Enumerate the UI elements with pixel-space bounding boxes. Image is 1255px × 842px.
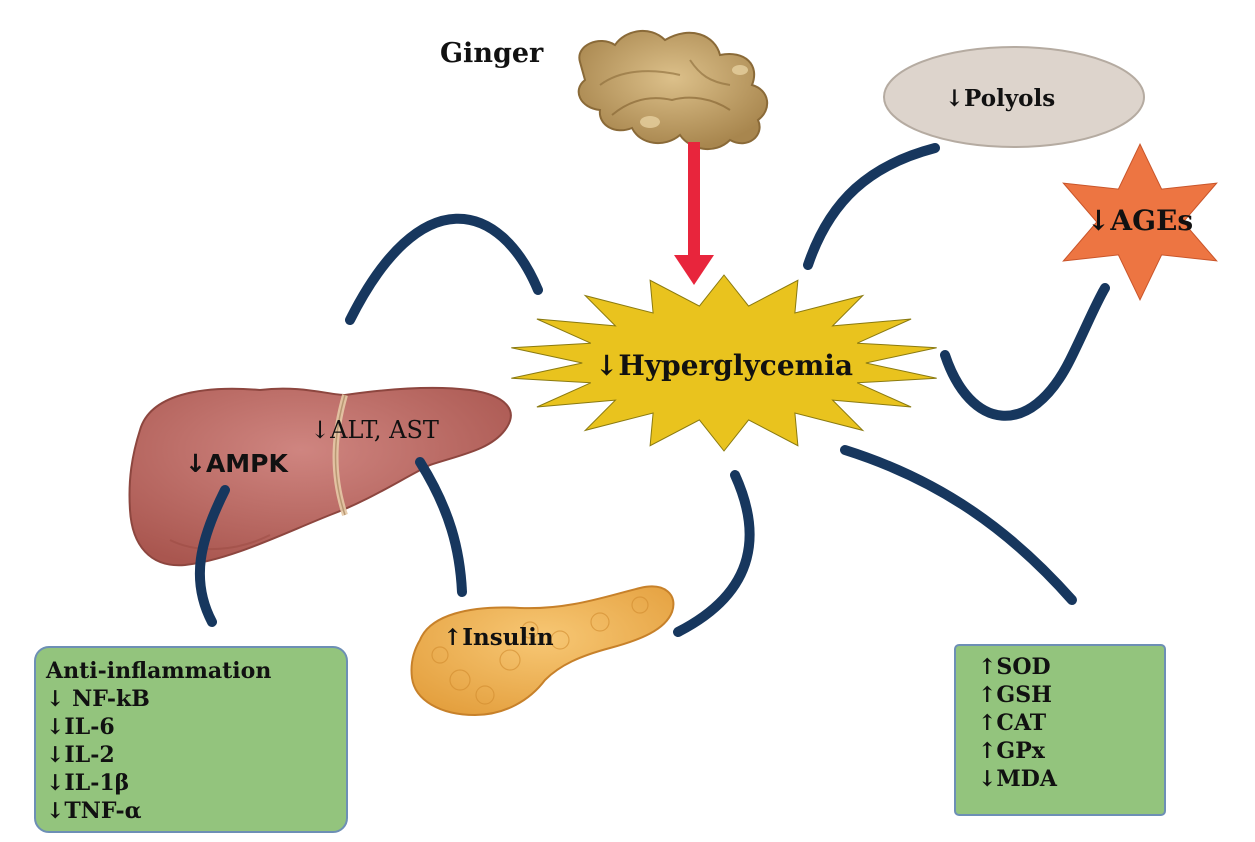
ginger-to-hyperglycemia-arrow bbox=[674, 142, 714, 285]
inflammation-box bbox=[34, 646, 348, 833]
antioxidant-item-1: ↑GSH bbox=[978, 682, 1052, 708]
ginger-root-image bbox=[577, 29, 768, 151]
antioxidant-box bbox=[954, 644, 1166, 816]
inflammation-item-2: ↓IL-6 bbox=[46, 714, 115, 740]
antioxidant-item-4: ↓MDA bbox=[978, 766, 1058, 792]
arrow-ampk-to-inflammation bbox=[194, 485, 230, 627]
inflammation-item-5: ↓TNF-α bbox=[46, 798, 142, 824]
antioxidant-item-3: ↑GPx bbox=[978, 738, 1046, 764]
hyperglycemia-label: ↓Hyperglycemia bbox=[595, 349, 853, 382]
arrow-hyperglycemia-to-polyols bbox=[803, 143, 940, 270]
pancreas-image bbox=[410, 585, 675, 717]
ampk-label: ↓AMPK bbox=[185, 449, 289, 478]
liver-image bbox=[128, 386, 512, 567]
antioxidant-item-2: ↑CAT bbox=[978, 710, 1047, 736]
arrow-hyperglycemia-to-antioxidants bbox=[840, 445, 1077, 605]
ages-star bbox=[1062, 142, 1218, 302]
alt-ast-label: ↓ALT, AST bbox=[310, 416, 439, 444]
arrow-hyperglycemia-to-ages bbox=[940, 283, 1110, 421]
inflammation-list: Anti-inflammation↓ NF-kB↓IL-6↓IL-2↓IL-1β… bbox=[45, 658, 271, 824]
inflammation-item-1: ↓ NF-kB bbox=[46, 686, 150, 712]
inflammation-item-3: ↓IL-2 bbox=[46, 742, 115, 768]
arrow-hyperglycemia-to-liver bbox=[345, 213, 543, 325]
hyperglycemia-starburst bbox=[511, 274, 937, 452]
ages-label: ↓AGEs bbox=[1087, 204, 1193, 237]
inflammation-item-0: Anti-inflammation bbox=[45, 658, 271, 684]
antioxidant-list: ↑SOD↑GSH↑CAT↑GPx↓MDA bbox=[978, 654, 1058, 792]
inflammation-item-4: ↓IL-1β bbox=[46, 770, 129, 796]
antioxidant-item-0: ↑SOD bbox=[978, 654, 1051, 680]
insulin-label: ↑Insulin bbox=[443, 624, 554, 651]
arrow-insulin-to-hyperglycemia bbox=[673, 470, 755, 637]
polyols-ellipse bbox=[883, 46, 1145, 148]
ginger-label: Ginger bbox=[440, 38, 544, 69]
polyols-label: ↓Polyols bbox=[945, 85, 1055, 112]
arrow-liver-to-pancreas bbox=[415, 457, 467, 597]
